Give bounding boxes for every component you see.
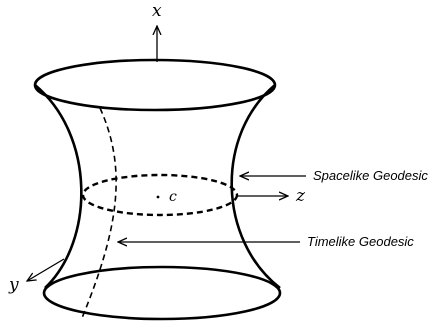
y-axis-label: y (8, 275, 19, 295)
top-rim-ellipse (33, 58, 277, 112)
z-axis-label: z (295, 186, 306, 206)
bottom-rim-ellipse (42, 265, 282, 321)
y-axis-arrow (27, 258, 65, 281)
right-hyperboloid-side (230, 84, 281, 290)
timelike-geodesic-curve (81, 107, 117, 319)
timelike-geodesic-label: Timelike Geodesic (307, 234, 414, 249)
spacelike-geodesic-label: Spacelike Geodesic (313, 168, 428, 183)
spacelike-geodesic-ellipse (81, 173, 239, 217)
center-point (156, 195, 160, 199)
x-axis-label: x (152, 1, 162, 21)
left-hyperboloid-side (34, 84, 83, 289)
center-label: c (169, 189, 177, 205)
